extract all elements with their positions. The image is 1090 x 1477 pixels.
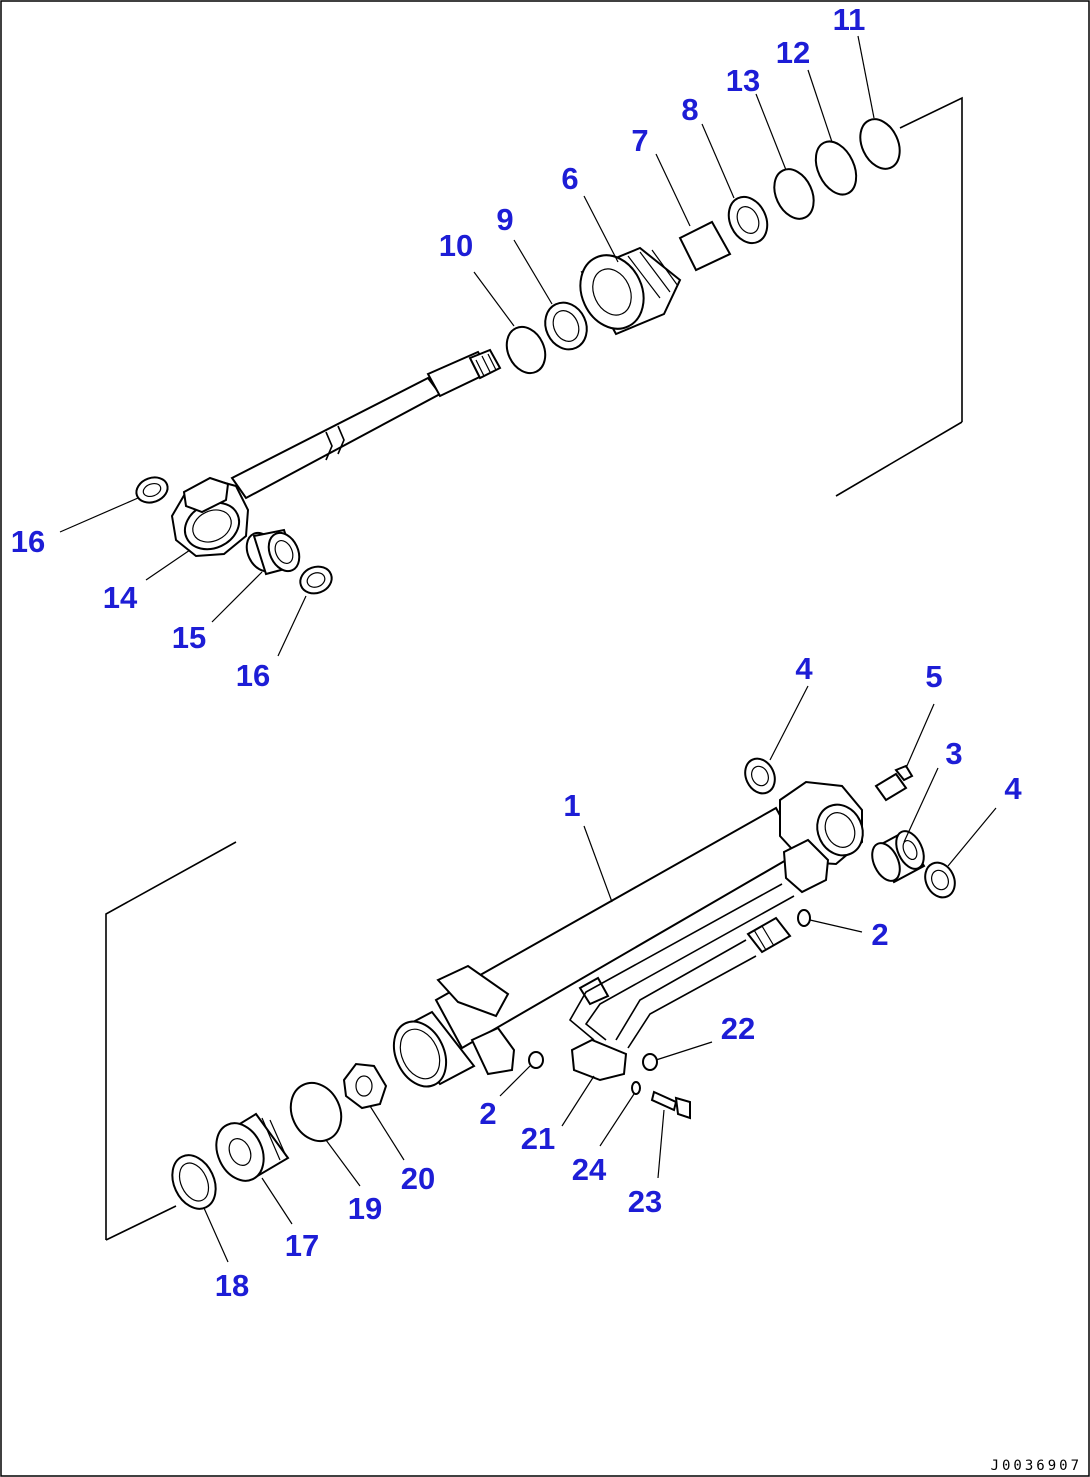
dust-seal-right bbox=[299, 565, 333, 595]
cushion-ring bbox=[289, 1081, 343, 1143]
piston-seal bbox=[727, 195, 769, 245]
document-id: J0036907 bbox=[991, 1458, 1082, 1474]
piston bbox=[579, 246, 682, 336]
callout-18: 18 bbox=[215, 1268, 249, 1303]
lower-leaders bbox=[203, 685, 997, 1263]
mounting-bolt bbox=[650, 1090, 691, 1120]
dust-seal-left bbox=[135, 476, 169, 504]
callout-4-top: 4 bbox=[795, 651, 813, 686]
callout-15: 15 bbox=[172, 620, 206, 655]
callout-11: 11 bbox=[833, 2, 866, 37]
hydraulic-pipe bbox=[568, 883, 795, 1049]
cylinder-bottom-end bbox=[779, 780, 864, 894]
callout-16-right: 16 bbox=[236, 658, 270, 693]
callout-20: 20 bbox=[401, 1161, 435, 1196]
grease-fitting bbox=[874, 764, 914, 802]
callout-7: 7 bbox=[631, 123, 648, 158]
cushion-plunger bbox=[215, 1112, 290, 1182]
o-ring bbox=[814, 140, 858, 196]
spring-washer bbox=[631, 1081, 641, 1095]
callout-9: 9 bbox=[496, 202, 513, 237]
dust-seal-end-a bbox=[744, 757, 776, 795]
callout-13: 13 bbox=[726, 63, 760, 98]
lower-bracket-left bbox=[105, 841, 237, 1240]
pipe-block bbox=[570, 1038, 628, 1082]
lower-bracket-bottom bbox=[105, 1205, 177, 1241]
upper-bracket-top bbox=[899, 96, 963, 422]
callout-12: 12 bbox=[776, 35, 810, 70]
piston-rod bbox=[230, 348, 502, 500]
callout-2-right: 2 bbox=[871, 917, 888, 952]
piston-nut bbox=[342, 1062, 388, 1110]
callout-23: 23 bbox=[628, 1184, 662, 1219]
callout-19: 19 bbox=[348, 1191, 382, 1226]
callout-2-left: 2 bbox=[479, 1096, 496, 1131]
callout-3: 3 bbox=[945, 736, 962, 771]
cylinder-tube bbox=[434, 806, 802, 1076]
callout-10: 10 bbox=[439, 228, 473, 263]
rod-end-head bbox=[170, 476, 250, 558]
upper-bracket-bottom bbox=[835, 421, 963, 497]
callout-1: 1 bbox=[563, 788, 580, 823]
cylinder-bushing-end bbox=[871, 830, 926, 884]
wear-ring bbox=[544, 301, 588, 351]
callout-labels: 11 12 13 8 7 6 9 10 16 14 15 16 4 5 3 4 … bbox=[11, 2, 1023, 1303]
rod-assembly bbox=[59, 35, 963, 657]
backup-ring bbox=[773, 168, 815, 220]
callout-6: 6 bbox=[561, 161, 578, 196]
callout-24: 24 bbox=[572, 1152, 607, 1187]
callout-17: 17 bbox=[285, 1228, 319, 1263]
callout-8: 8 bbox=[681, 92, 698, 127]
callout-21: 21 bbox=[521, 1121, 555, 1156]
block-o-ring bbox=[642, 1053, 658, 1071]
cylinder-bushing bbox=[678, 220, 732, 272]
callout-5: 5 bbox=[925, 659, 942, 694]
cylinder-assembly bbox=[105, 685, 997, 1263]
snap-ring bbox=[505, 325, 547, 375]
callout-16-left: 16 bbox=[11, 524, 45, 559]
upper-leaders bbox=[59, 35, 875, 657]
o-ring-fitting-lower bbox=[528, 1051, 544, 1069]
callout-22: 22 bbox=[721, 1011, 755, 1046]
o-ring-fitting-upper bbox=[797, 909, 811, 927]
dust-seal-lower bbox=[171, 1154, 217, 1210]
dust-seal-end-b bbox=[924, 861, 956, 899]
seal-ring bbox=[859, 118, 901, 170]
cylinder-mouth bbox=[392, 1010, 476, 1088]
callout-4-right: 4 bbox=[1004, 771, 1022, 806]
rod-bushing bbox=[245, 528, 301, 576]
callout-14: 14 bbox=[103, 580, 138, 615]
